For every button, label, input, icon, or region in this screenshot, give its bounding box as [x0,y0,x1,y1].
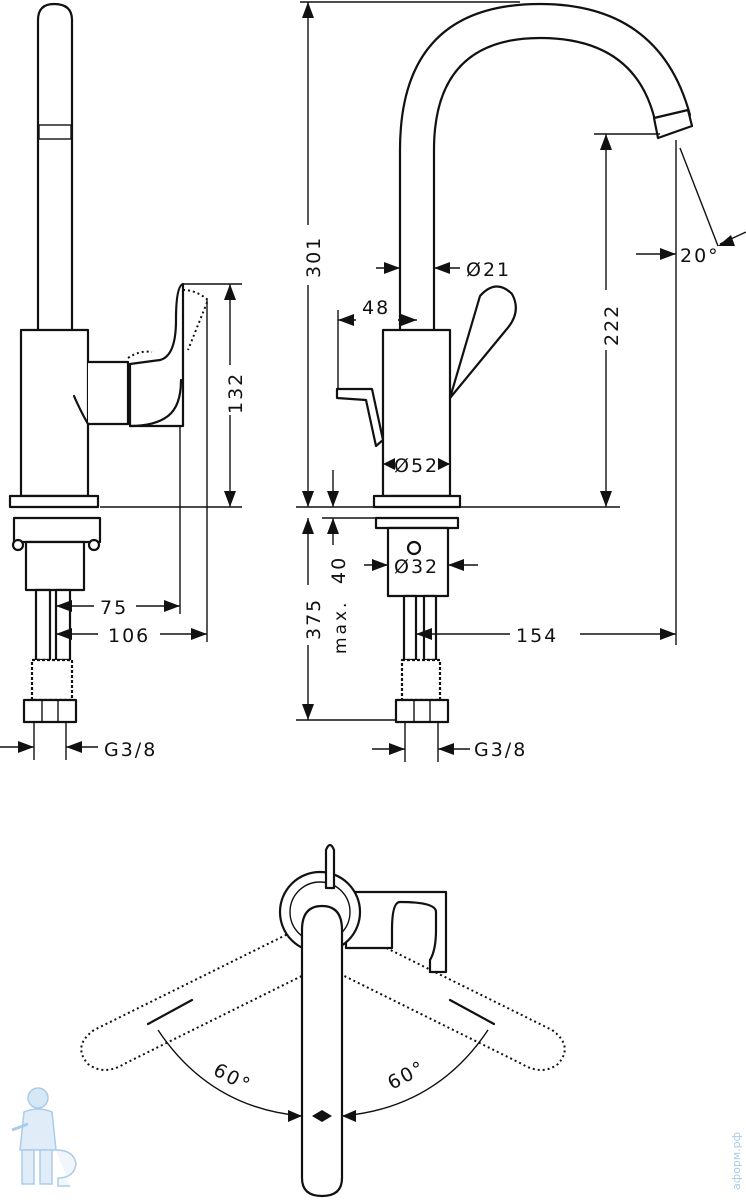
dim-48-label: 48 [362,297,390,319]
left-side-view [8,2,210,724]
right-front-view [335,2,694,724]
dim-max-label: max. [331,600,351,654]
tilt-angle-label: 20° [680,245,720,267]
dim-75-label: 75 [100,597,128,619]
dim-301-label: 301 [303,236,325,278]
thread-left-label: G3/8 [104,739,157,761]
watermark: аформ.рф [11,1087,743,1190]
dim-154-label: 154 [516,625,558,647]
dim-dia52-label: Ø52 [394,455,439,477]
dim-dia21-label: Ø21 [466,259,511,281]
dim-375-label: 375 [303,598,325,640]
right-view-dimensions [296,1,746,762]
dim-106-label: 106 [108,625,150,647]
top-view [80,843,566,1198]
dim-132-label: 132 [225,372,247,414]
dim-dia32-label: Ø32 [394,556,439,578]
watermark-text: аформ.рф [730,1132,743,1190]
plumber-mascot-icon [11,1087,77,1187]
thread-right-label: G3/8 [474,739,527,761]
dimension-labels: 301 222 132 375 40 max. 154 75 106 48 Ø2… [100,236,720,1097]
swivel-right-label: 60° [384,1056,429,1094]
left-view-dimensions [0,283,242,760]
swivel-left-label: 60° [210,1059,255,1097]
dim-40-label: 40 [328,556,350,584]
dim-222-label: 222 [601,304,623,346]
